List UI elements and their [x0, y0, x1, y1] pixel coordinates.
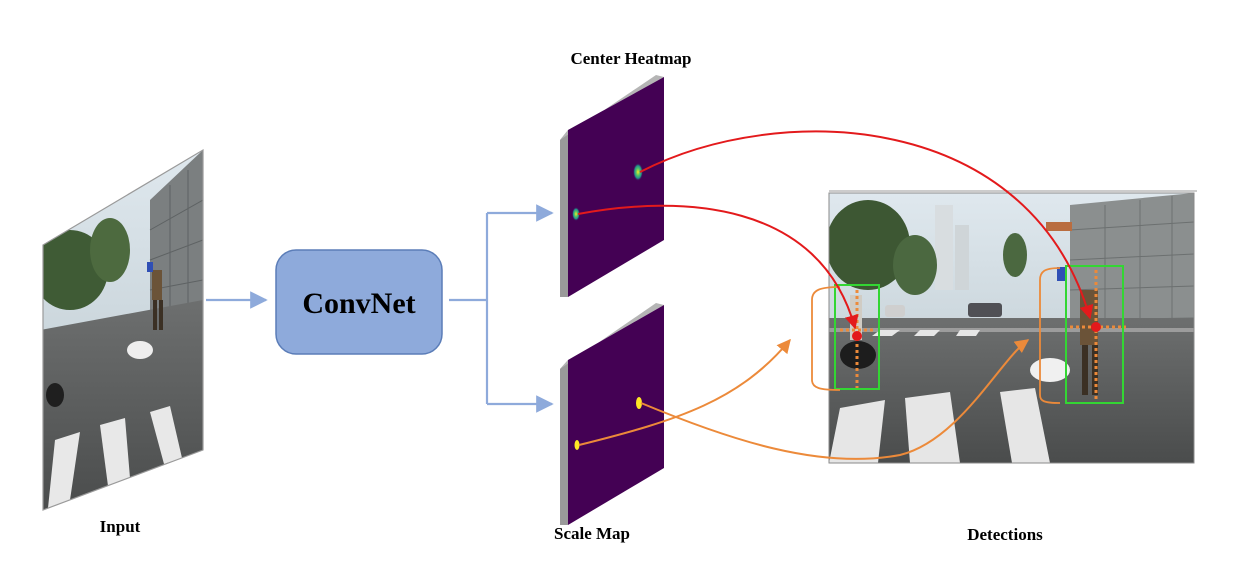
heatmap-to-center-right-link [639, 130, 1094, 320]
input-image [43, 150, 203, 510]
detection-box-left [834, 284, 880, 390]
input-image-frame [42, 148, 204, 511]
scalemap-blob-1 [636, 397, 642, 409]
input-label: Input [100, 517, 141, 536]
heatmap-center-peak-2 [572, 207, 580, 221]
center-dot-left [852, 331, 862, 341]
heatmap-center-peak-1 [633, 163, 643, 181]
center-dot-right [1091, 322, 1101, 332]
scale-map [560, 303, 664, 525]
scalemap-blob-2 [574, 440, 580, 450]
center-heatmap-label: Center Heatmap [570, 49, 691, 68]
detections-image-frame [828, 192, 1195, 464]
heatmap-to-center-left-link [577, 204, 859, 330]
scale-map-label: Scale Map [554, 524, 630, 543]
scalemap-to-left-bracket-link [578, 338, 791, 446]
detections-image [829, 193, 1194, 463]
convnet-block: ConvNet [275, 249, 443, 355]
convnet-label: ConvNet [302, 287, 415, 320]
detection-box-right [1065, 265, 1124, 404]
center-heatmap [560, 75, 664, 297]
detections-label: Detections [967, 525, 1043, 544]
scale-bracket-left [811, 286, 841, 391]
scalemap-to-right-bracket-link [640, 339, 1030, 460]
scale-bracket-right [1039, 267, 1061, 404]
convnet-fork-arrows [449, 204, 554, 413]
